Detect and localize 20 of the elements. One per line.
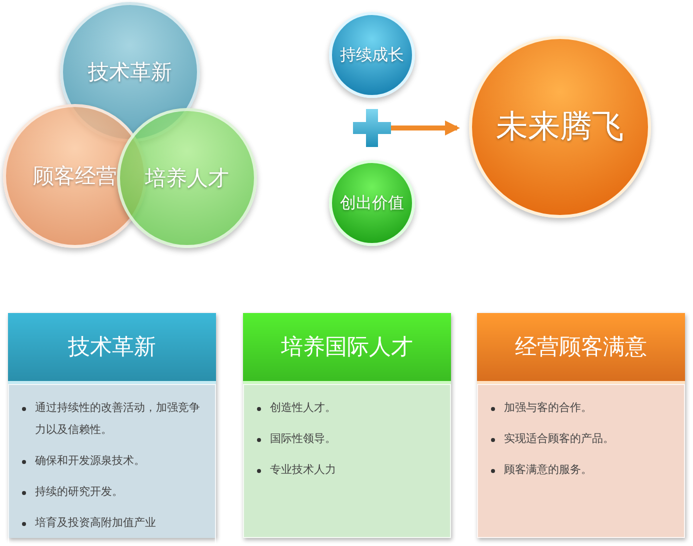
info-card — [477, 313, 685, 538]
bullet-item: 顾客满意的服务。 — [488, 459, 676, 481]
bullet-item: 加强与客的合作。 — [488, 397, 676, 419]
bullet-item: 实现适合顾客的产品。 — [488, 428, 676, 450]
circle-node: 未来腾飞 — [469, 36, 651, 218]
arrow — [391, 120, 460, 136]
circle-node: 培养人才 — [117, 108, 257, 248]
bullet-item: 专业技术人力 — [254, 459, 442, 481]
bullet-item: 持续的研究开发。 — [19, 481, 207, 503]
bullet-item: 培育及投资高附加值产业 — [19, 512, 207, 534]
bullet-item: 通过持续性的改善活动，加强竞争力以及信赖性。 — [19, 397, 207, 441]
card-header: 经营顾客满意 — [477, 313, 685, 384]
bullet-item: 确保和开发源泉技术。 — [19, 450, 207, 472]
bullet-item: 创造性人才。 — [254, 397, 442, 419]
circle-node: 持续成长 — [329, 12, 415, 98]
bullet-item: 国际性领导。 — [254, 428, 442, 450]
info-card — [243, 313, 451, 538]
card-header: 培养国际人才 — [243, 313, 451, 384]
card-header: 技术革新 — [8, 313, 216, 384]
circle-node: 创出价值 — [329, 160, 415, 246]
